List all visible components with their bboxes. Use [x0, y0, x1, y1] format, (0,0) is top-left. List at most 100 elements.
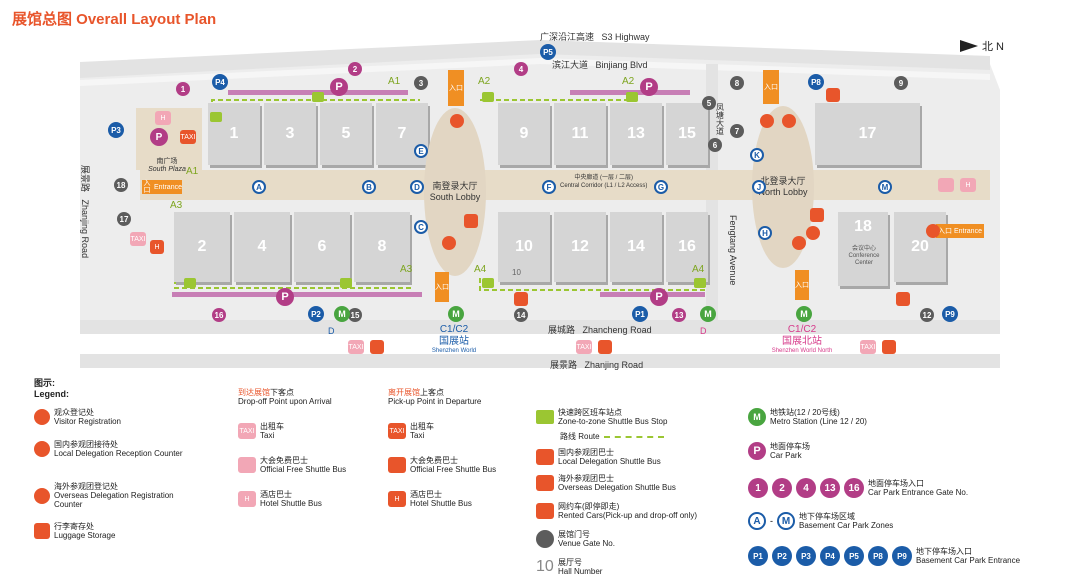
entrance-north-bottom[interactable]: 入口	[795, 270, 809, 300]
zone-j[interactable]: J	[752, 180, 766, 194]
car-park-icon[interactable]: P	[150, 128, 168, 146]
gate-3[interactable]: 3	[414, 76, 428, 90]
shuttle-stop-icon	[312, 92, 324, 102]
zone-e[interactable]: E	[414, 144, 428, 158]
gate-18[interactable]: 18	[114, 178, 128, 192]
car-park-p[interactable]: P	[640, 78, 658, 96]
gate-14[interactable]: 14	[514, 308, 528, 322]
hall-17[interactable]: 17	[815, 103, 920, 165]
shuttle-stop-icon	[482, 92, 494, 102]
zone-f[interactable]: F	[542, 180, 556, 194]
hall-16[interactable]: 16	[666, 212, 708, 282]
taxi-dropoff-icon: TAXI	[348, 340, 364, 354]
carpark-gate-2[interactable]: 2	[348, 62, 362, 76]
gate-5[interactable]: 5	[702, 96, 716, 110]
luggage-storage-icon[interactable]	[810, 208, 824, 222]
legend-title: 图示:Legend:	[34, 378, 69, 399]
parking-p5[interactable]: P5	[540, 44, 556, 60]
gate-17[interactable]: 17	[117, 212, 131, 226]
rented-car-icon	[370, 340, 384, 354]
entrance-north-top[interactable]: 入口	[763, 70, 779, 104]
legend-rented-cars: 网约车(即停即走)Rented Cars(Pick-up and drop-of…	[536, 502, 697, 520]
hall-20[interactable]: 20	[894, 212, 946, 282]
hall-13[interactable]: 13	[610, 103, 662, 165]
car-park-p[interactable]: P	[330, 78, 348, 96]
hall-15[interactable]: 15	[666, 103, 708, 165]
zone-a[interactable]: A	[252, 180, 266, 194]
carpark-gate-13[interactable]: 13	[672, 308, 686, 322]
zone-c[interactable]: C	[414, 220, 428, 234]
south-lobby[interactable]: 南登录大厅 South Lobby	[424, 108, 486, 276]
hall-10[interactable]: 10	[498, 212, 550, 282]
entrance-west[interactable]: 入口 Entrance	[142, 180, 182, 194]
shuttle-route	[211, 99, 420, 118]
entrance-south-bottom[interactable]: 入口	[435, 272, 449, 302]
gate-12[interactable]: 12	[920, 308, 934, 322]
hall-2[interactable]: 2	[174, 212, 230, 282]
hall-12[interactable]: 12	[554, 212, 606, 282]
hall-7[interactable]: 7	[376, 103, 428, 165]
entrance-south-top[interactable]: 入口	[448, 70, 464, 106]
hall-3[interactable]: 3	[264, 103, 316, 165]
visitor-registration-icon[interactable]	[450, 114, 464, 128]
gate-9[interactable]: 9	[894, 76, 908, 90]
hall-6[interactable]: 6	[294, 212, 350, 282]
shuttle-stop-icon	[626, 92, 638, 102]
metro-station-icon[interactable]: M	[796, 306, 812, 322]
luggage-storage-icon[interactable]	[464, 214, 478, 228]
metro-station-icon[interactable]: M	[334, 306, 350, 322]
zone-g[interactable]: G	[654, 180, 668, 194]
hall-8[interactable]: 8	[354, 212, 410, 282]
carpark-gate-4[interactable]: 4	[514, 62, 528, 76]
north-lobby-cn: 北登录大厅	[760, 176, 806, 187]
parking-p4[interactable]: P4	[212, 74, 228, 90]
hall-11[interactable]: 11	[554, 103, 606, 165]
rented-car-icon	[514, 292, 528, 306]
parking-p1[interactable]: P1	[632, 306, 648, 322]
hall-18[interactable]: 18	[838, 212, 888, 286]
zone-b[interactable]: B	[362, 180, 376, 194]
gate-7[interactable]: 7	[730, 124, 744, 138]
gate-6[interactable]: 6	[708, 138, 722, 152]
car-park-p[interactable]: P	[650, 288, 668, 306]
visitor-registration-icon[interactable]	[926, 224, 940, 238]
local-delegation-icon[interactable]	[806, 226, 820, 240]
hall-14[interactable]: 14	[610, 212, 662, 282]
visitor-registration-icon[interactable]	[782, 114, 796, 128]
car-park-p[interactable]: P	[276, 288, 294, 306]
taxi-dropoff-icon: TAXI	[860, 340, 876, 354]
overseas-delegation-icon[interactable]	[760, 114, 774, 128]
metro-station-icon[interactable]: M	[448, 306, 464, 322]
carpark-gate-16[interactable]: 16	[212, 308, 226, 322]
carpark-gate-1[interactable]: 1	[176, 82, 190, 96]
zone-m[interactable]: M	[878, 180, 892, 194]
station-d-left[interactable]: D	[328, 326, 335, 336]
visitor-registration-icon[interactable]	[442, 236, 456, 250]
gate-15[interactable]: 15	[348, 308, 362, 322]
parking-p9[interactable]: P9	[942, 306, 958, 322]
hall-4[interactable]: 4	[234, 212, 290, 282]
zhancheng-road	[80, 320, 1000, 334]
north-label: 北 N	[982, 41, 1004, 53]
entrance-east[interactable]: 入口 Entrance	[936, 224, 984, 238]
zone-d[interactable]: D	[410, 180, 424, 194]
zone-h[interactable]: H	[758, 226, 772, 240]
parking-p8[interactable]: P8	[808, 74, 824, 90]
hall-5[interactable]: 5	[320, 103, 372, 165]
gate-8[interactable]: 8	[730, 76, 744, 90]
hall-9[interactable]: 9	[498, 103, 550, 165]
parking-p3[interactable]: P3	[108, 122, 124, 138]
parking-p2[interactable]: P2	[308, 306, 324, 322]
metro-station-icon[interactable]: M	[700, 306, 716, 322]
road-left-label: 展景路 Zhanjing Road	[80, 165, 90, 259]
zhanjing-road	[80, 354, 1000, 368]
station-d-right[interactable]: D	[700, 326, 707, 336]
zone-k[interactable]: K	[750, 148, 764, 162]
visitor-registration-icon[interactable]	[792, 236, 806, 250]
